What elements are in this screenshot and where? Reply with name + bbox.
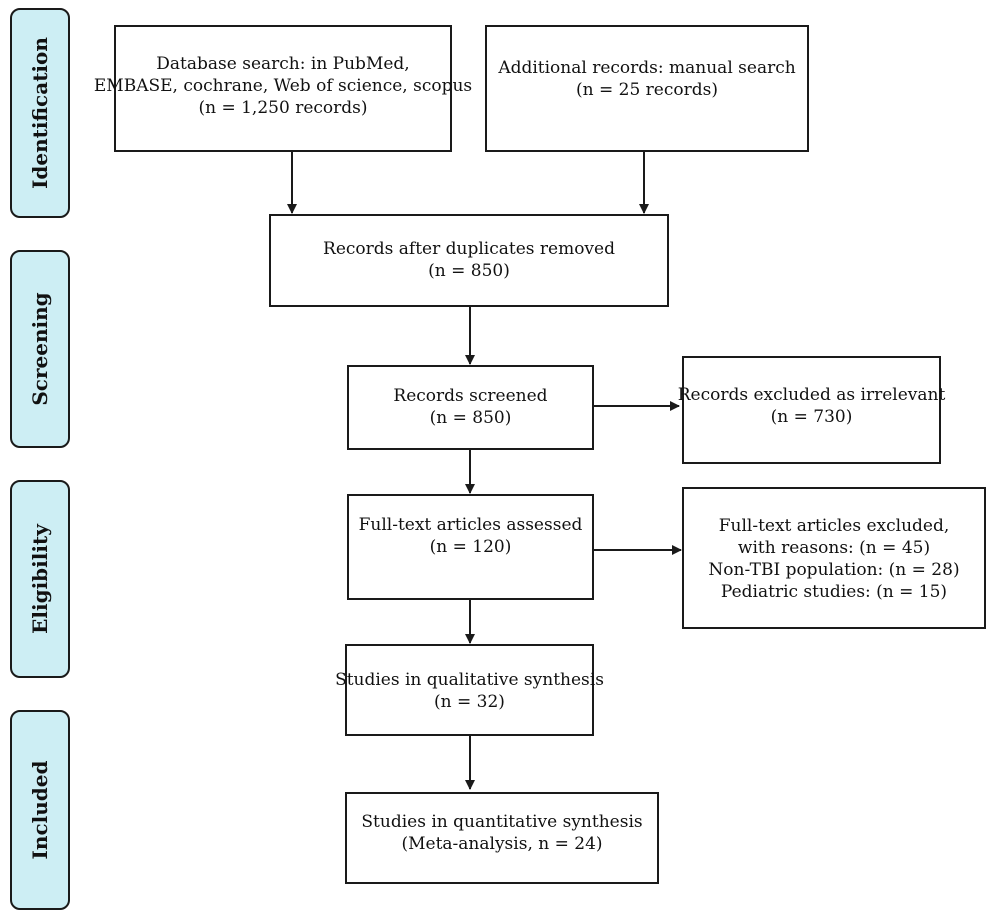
stage-eligibility: Eligibility — [10, 480, 70, 678]
box-text-line: (n = 25 records) — [576, 80, 718, 100]
box-text-line: with reasons: (n = 45) — [737, 538, 931, 558]
box-records-excluded: Records excluded as irrelevant (n = 730) — [678, 356, 945, 464]
box-records-screened: Records screened (n = 850) — [347, 365, 594, 450]
box-fulltext-excluded: Full-text articles excluded, with reason… — [682, 487, 986, 629]
box-additional-records: Additional records: manual search (n = 2… — [485, 25, 809, 152]
box-text-line: Full-text articles excluded, — [718, 516, 950, 536]
box-text-line: (n = 850) — [429, 408, 512, 428]
stage-included: Included — [10, 710, 70, 910]
stage-identification: Identification — [10, 8, 70, 218]
box-text-line: Additional records: manual search — [498, 58, 796, 78]
box-text-line: Studies in quantitative synthesis — [361, 812, 643, 832]
box-quantitative-synthesis: Studies in quantitative synthesis (Meta-… — [345, 792, 659, 884]
box-text-line: Pediatric studies: (n = 15) — [720, 582, 948, 602]
box-text-line: EMBASE, cochrane, Web of science, scopus — [93, 76, 473, 96]
box-text-line: Records after duplicates removed — [323, 239, 615, 259]
box-qualitative-synthesis: Studies in qualitative synthesis (n = 32… — [335, 644, 604, 736]
box-text-line: Full-text articles assessed — [358, 515, 583, 535]
box-text-line: Records screened — [393, 386, 548, 406]
box-text-line: Non-TBI population: (n = 28) — [708, 560, 960, 580]
box-fulltext-assessed: Full-text articles assessed (n = 120) — [347, 494, 594, 600]
box-text-line: (n = 120) — [429, 537, 512, 557]
box-database-search: Database search: in PubMed, EMBASE, coch… — [94, 25, 472, 152]
box-duplicates-removed: Records after duplicates removed (n = 85… — [269, 214, 669, 307]
box-text-line: (n = 1,250 records) — [198, 98, 368, 118]
stage-screening: Screening — [10, 250, 70, 448]
box-text-line: (n = 730) — [770, 407, 853, 427]
box-text-line: Database search: in PubMed, — [156, 54, 410, 74]
box-text-line: Studies in qualitative synthesis — [335, 670, 604, 690]
box-text-line: (n = 32) — [434, 692, 505, 712]
box-text-line: (Meta-analysis, n = 24) — [401, 834, 603, 854]
box-text-line: Records excluded as irrelevant — [677, 385, 946, 405]
box-text-line: (n = 850) — [428, 261, 510, 281]
